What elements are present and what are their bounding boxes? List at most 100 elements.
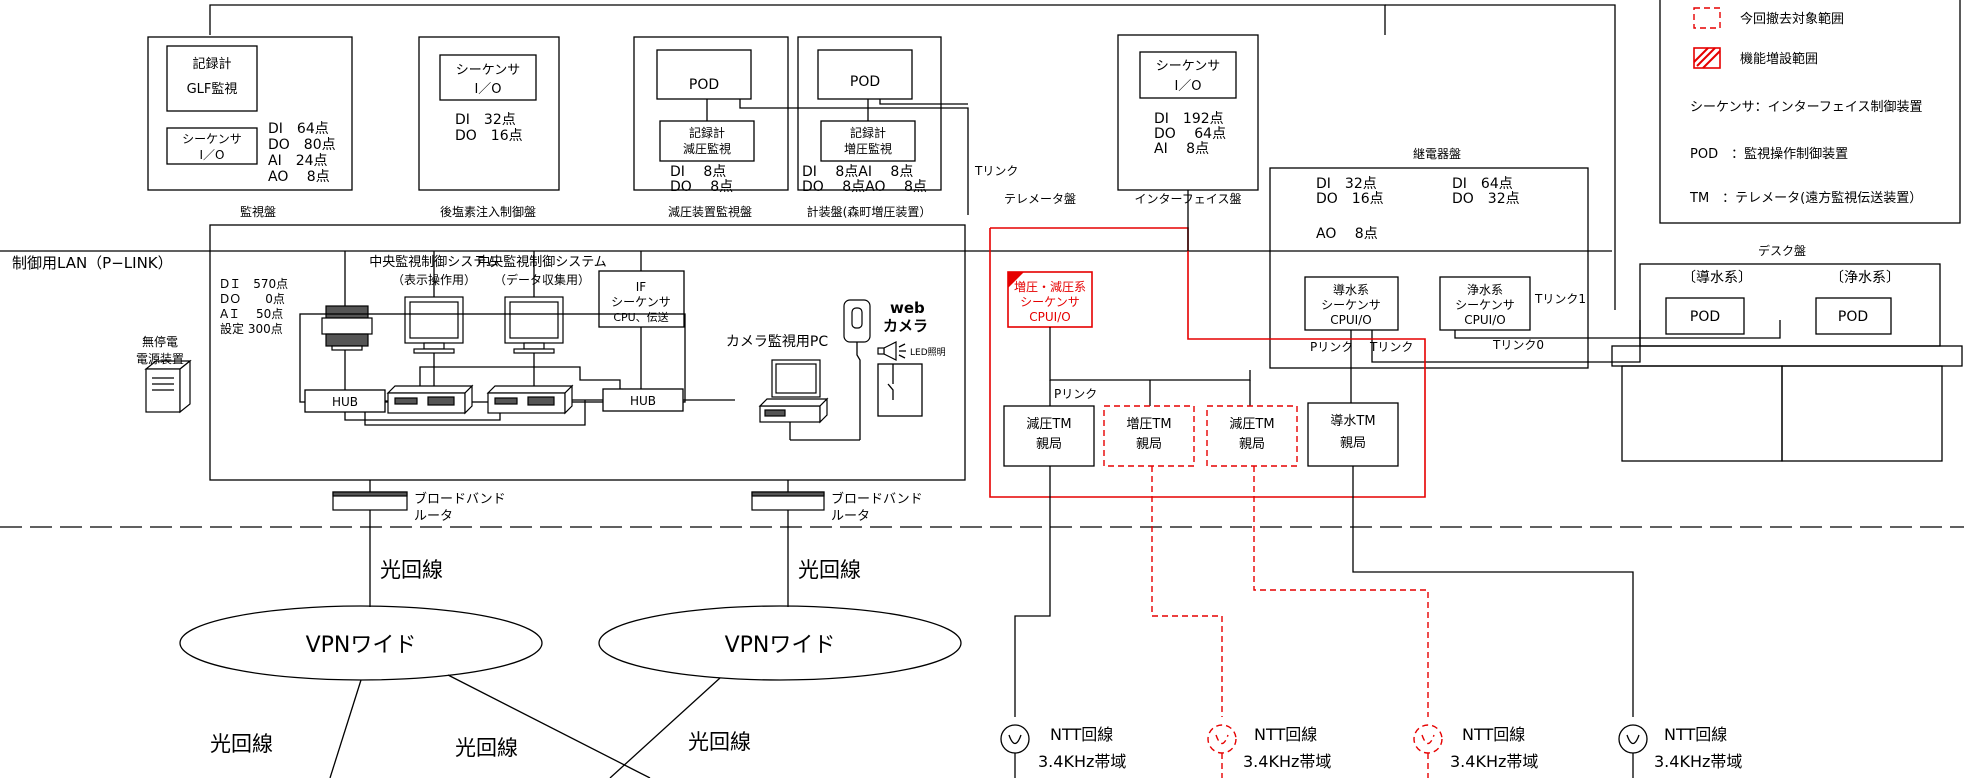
vpn-label-right: VPNワイド [725,633,836,658]
router-right-label-1: ブロードバンド [831,491,923,507]
relay-josui-seq-1: 浄水系 [1467,283,1503,297]
relay-dosui-seq-3: CPUI/O [1330,313,1371,327]
pod-tlink-wires: Tリンク [739,99,1018,215]
relay-tlink-label: Tリンク [1369,340,1413,354]
relay-io-ao: AO 8点 [1316,226,1378,242]
ntt-line-1-band: 3.4KHz帯域 [1038,752,1126,771]
desk-panel-label: デスク盤 [1758,243,1806,258]
printer-icon [321,305,373,351]
relay-io-right-di: DI 64点 [1452,176,1513,192]
kanshi-panel: 記録計 GLF監視 シーケンサ I／O DI 64点 DO 80点 AI 24点… [147,36,353,219]
genatsu-panel-label: 減圧装置監視盤 [668,204,752,219]
enso-panel-label: 後塩素注入制御盤 [440,204,536,219]
router-left-label-2: ルータ [414,509,453,524]
desk-left-title: 〔導水系〕 [1682,270,1752,286]
genatsu-recorder-label-1: 記録計 [689,125,725,140]
legend-sequencer-def: シーケンサ：インターフェイス制御装置 [1690,100,1922,115]
desk-right-title: 〔浄水系〕 [1830,270,1900,286]
ups-icon [144,359,192,414]
enso-io-di: DI 32点 [455,112,516,128]
control-lan-label: 制御用LAN（P−LINK） [12,254,173,272]
relay-josui-seq-2: シーケンサ [1455,298,1515,312]
relay-tlink0-label: Tリンク0 [1492,338,1544,352]
router-left-label-1: ブロードバンド [414,491,506,507]
keiso-panel-label: 計装盤(森町増圧装置） [807,204,932,219]
expansion-sequencer-box [1007,271,1093,328]
genatsu-panel: POD 記録計 減圧監視 DI 8点 DO 8点 減圧装置監視盤 [633,36,789,219]
keiso-panel: POD 記録計 増圧監視 DI 8点AI 8点 DO 8点AO 8点 計装盤(森… [797,36,942,219]
telemeter-panel: テレメータ盤 増圧・減圧系 シーケンサ CPUI/O Pリンク 減圧TM 親局 … [989,192,1426,498]
fiber-label-bottom-1: 光回線 [210,732,273,756]
kanshi-panel-label: 監視盤 [240,204,276,219]
ntt-line-4-label: NTT回線 [1664,725,1727,744]
kanshi-io-di: DI 64点 [268,121,329,137]
router-left-icon [332,480,408,511]
interface-io-di: DI 192点 [1154,111,1224,127]
camera-pc-icon [758,359,829,424]
ups-label-1: 無停電 [142,334,178,349]
legend: 今回撤去対象範囲 機能増設範囲 シーケンサ：インターフェイス制御装置 POD ：… [1659,0,1961,224]
ntt-line-1-label: NTT回線 [1050,725,1113,744]
fiber-label-bottom-3: 光回線 [688,730,751,754]
web-camera-icon [843,299,871,440]
relay-josui-seq-3: CPUI/O [1464,313,1505,327]
kanshi-io-do: DO 80点 [268,137,336,153]
vpn-label-left: VPNワイド [306,633,417,658]
fiber-label-bottom-2: 光回線 [455,736,518,760]
led-light-icon [877,341,906,361]
ups-label-2: 電源装置 [136,352,184,366]
legend-expansion-range: 機能増設範囲 [1740,51,1818,67]
keiso-pod-label: POD [850,74,880,90]
relay-io-left-do: DO 16点 [1316,191,1384,207]
server-left-icon [386,384,474,415]
hub-right-label: HUB [630,394,656,408]
genatsu-pod-label: POD [689,77,719,93]
kanshi-sequencer-label-1: シーケンサ [182,132,242,146]
telemeter-plink-label: Pリンク [1054,387,1097,401]
keiso-recorder-label-2: 増圧監視 [844,141,892,156]
central-sys-data-2: （データ収集用） [494,272,590,287]
top-bus [209,4,1616,310]
relay-panel-label: 継電器盤 [1413,146,1461,161]
ntt-line-3-label: NTT回線 [1462,725,1525,744]
web-camera-label-1: web [890,299,925,317]
display-monitor-icon [404,296,464,354]
genatsu-io-di: DI 8点 [670,164,726,180]
tm-unit-4-line2: 親局 [1340,436,1366,451]
data-monitor-icon [504,296,564,354]
keiso-io-line-1: DI 8点AI 8点 [802,164,913,180]
if-seq-3: CPU、伝送 [613,310,668,324]
enso-panel: シーケンサ I／O DI 32点 DO 16点 後塩素注入制御盤 [418,36,560,219]
telemeter-seq-1: 増圧・減圧系 [1014,279,1086,294]
desk-pod-left: POD [1690,309,1720,325]
hub-left-label: HUB [332,395,358,409]
relay-io-right-do: DO 32点 [1452,191,1520,207]
legend-tm-def: TM ：テレメータ(遠方監視伝送装置） [1689,190,1922,206]
enso-sequencer-label-2: I／O [474,82,501,97]
relay-plink-label: Pリンク [1310,340,1353,354]
relay-panel: 継電器盤 DI 32点 DO 16点 DI 64点 DO 32点 AO 8点 導… [1269,146,1781,380]
central-room: DＩ 570点 DＯ 0点 AＩ 50点 設定 300点 中央監視制御システム … [209,224,966,481]
genatsu-io-do: DO 8点 [670,179,733,195]
control-lan: 制御用LAN（P−LINK） [0,250,1612,272]
interface-io-ai: AI 8点 [1154,141,1209,157]
server-right-icon [486,384,574,415]
legend-removal-range: 今回撤去対象範囲 [1740,11,1844,27]
if-seq-1: IF [636,280,647,294]
keiso-recorder-label-1: 記録計 [850,125,886,140]
tm-unit-4-line1: 導水TM [1330,414,1375,429]
central-io-ai: AＩ 50点 [220,307,283,321]
tm-unit-3-line2: 親局 [1239,437,1265,452]
interface-panel: シーケンサ I／O DI 192点 DO 64点 AI 8点 インターフェイス盤 [1117,34,1259,206]
tm-unit-2-line1: 増圧TM [1126,417,1171,432]
central-io-do: DＯ 0点 [220,292,285,306]
interface-io-do: DO 64点 [1154,126,1226,142]
kanshi-sequencer-label-2: I／O [200,148,225,162]
relay-io-left-di: DI 32点 [1316,176,1377,192]
telemeter-seq-3: CPUI/O [1029,310,1070,324]
legend-pod-def: POD ：監視操作制御装置 [1690,146,1848,162]
kanshi-io-ao: AO 8点 [268,169,330,185]
router-right-label-2: ルータ [831,509,870,524]
pod-tlink-label: Tリンク [974,164,1018,178]
